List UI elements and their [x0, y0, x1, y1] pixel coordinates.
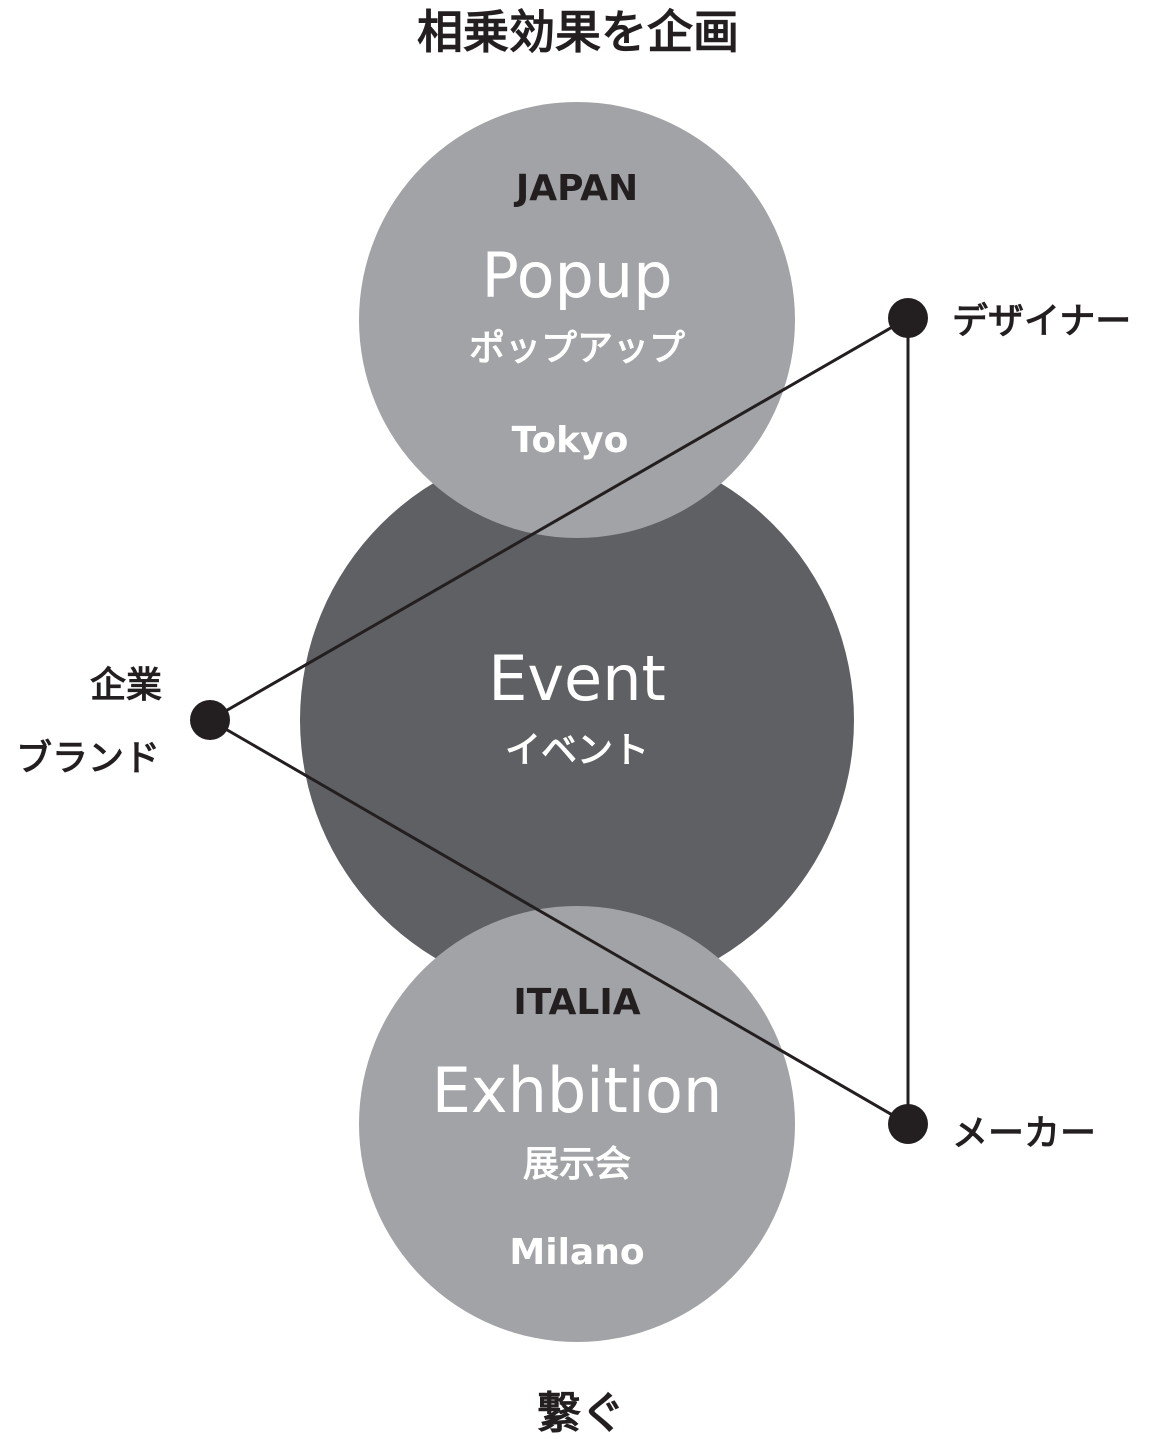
popup-title: Popup [481, 239, 672, 312]
popup-region-label: JAPAN [513, 168, 638, 209]
node-brand [190, 700, 230, 740]
exhibition-region-label: ITALIA [513, 982, 640, 1023]
event-title: Event [488, 642, 666, 715]
connector-brand-designer [209, 316, 909, 722]
event-subtitle: イベント [505, 730, 649, 771]
page-title: 相乗効果を企画 [417, 5, 739, 59]
exhibition-city: Milano [509, 1232, 644, 1273]
designer-label: デザイナー [952, 300, 1131, 342]
popup-city: Tokyo [512, 420, 629, 461]
brand-label-line1: 企業 [90, 664, 162, 706]
footer-label: 繋ぐ [537, 1388, 625, 1439]
exhibition-circle [359, 906, 795, 1342]
popup-circle [359, 102, 795, 538]
maker-label: メーカー [952, 1113, 1096, 1154]
connector-brand-maker [209, 718, 909, 1126]
exhibition-title: Exhbition [432, 1054, 723, 1127]
brand-label-line2: ブランド [16, 737, 160, 779]
event-circle [300, 443, 854, 997]
node-designer [888, 298, 928, 338]
exhibition-subtitle: 展示会 [523, 1144, 631, 1185]
popup-subtitle: ポップアップ [469, 327, 685, 369]
node-maker [888, 1104, 928, 1144]
